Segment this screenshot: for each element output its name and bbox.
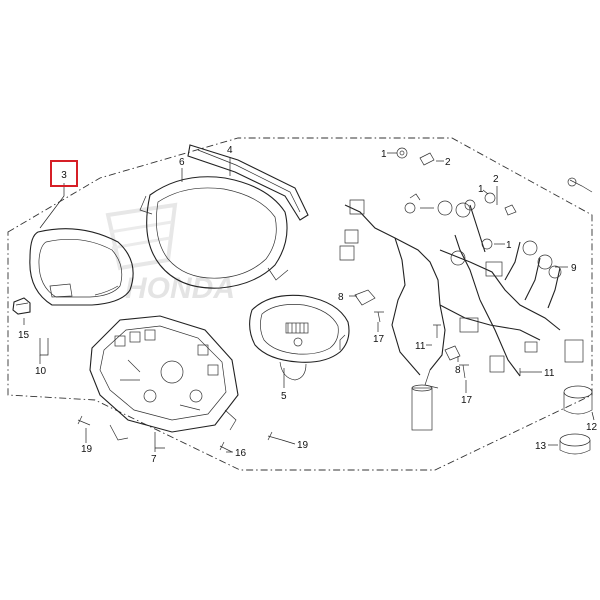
label-19: 19 bbox=[297, 440, 309, 451]
label-7: 7 bbox=[151, 454, 157, 465]
leader-lines bbox=[23, 152, 595, 453]
label-1: 1 bbox=[381, 149, 387, 160]
callout-labels: 3 1 2 4 6 2 1 1 9 8 17 15 10 11 8 17 11 … bbox=[18, 145, 598, 465]
label-19b: 19 bbox=[81, 444, 93, 455]
hardware-items bbox=[77, 147, 593, 455]
part-4-seal bbox=[187, 144, 309, 221]
label-9: 9 bbox=[571, 263, 577, 274]
label-13: 13 bbox=[535, 441, 547, 452]
label-16: 16 bbox=[235, 448, 247, 459]
label-11b: 11 bbox=[544, 368, 555, 379]
label-12: 12 bbox=[586, 422, 598, 433]
honda-watermark: HONDA bbox=[105, 202, 235, 305]
label-10: 10 bbox=[35, 366, 47, 377]
label-8: 8 bbox=[338, 292, 344, 303]
part-7-meter-base bbox=[89, 315, 239, 441]
label-17b: 17 bbox=[461, 395, 473, 406]
part-15-clip bbox=[12, 297, 31, 315]
part-5-meter-panel bbox=[249, 294, 350, 381]
part-6-meter-case bbox=[139, 176, 289, 289]
label-1c: 1 bbox=[506, 240, 512, 251]
assembly-boundary bbox=[7, 137, 593, 471]
label-8b: 8 bbox=[455, 365, 461, 376]
label-2b: 2 bbox=[493, 174, 499, 185]
label-2: 2 bbox=[445, 157, 451, 168]
label-4: 4 bbox=[227, 145, 233, 156]
label-11: 11 bbox=[415, 341, 426, 352]
label-1b: 1 bbox=[478, 184, 484, 195]
label-15: 15 bbox=[18, 330, 30, 341]
highlight-box-3 bbox=[50, 160, 78, 187]
label-3: 3 bbox=[61, 170, 67, 181]
wiring-harness bbox=[339, 193, 584, 431]
label-5: 5 bbox=[281, 391, 287, 402]
part-3-visor bbox=[29, 228, 134, 306]
label-6: 6 bbox=[179, 157, 185, 168]
label-17: 17 bbox=[373, 334, 385, 345]
